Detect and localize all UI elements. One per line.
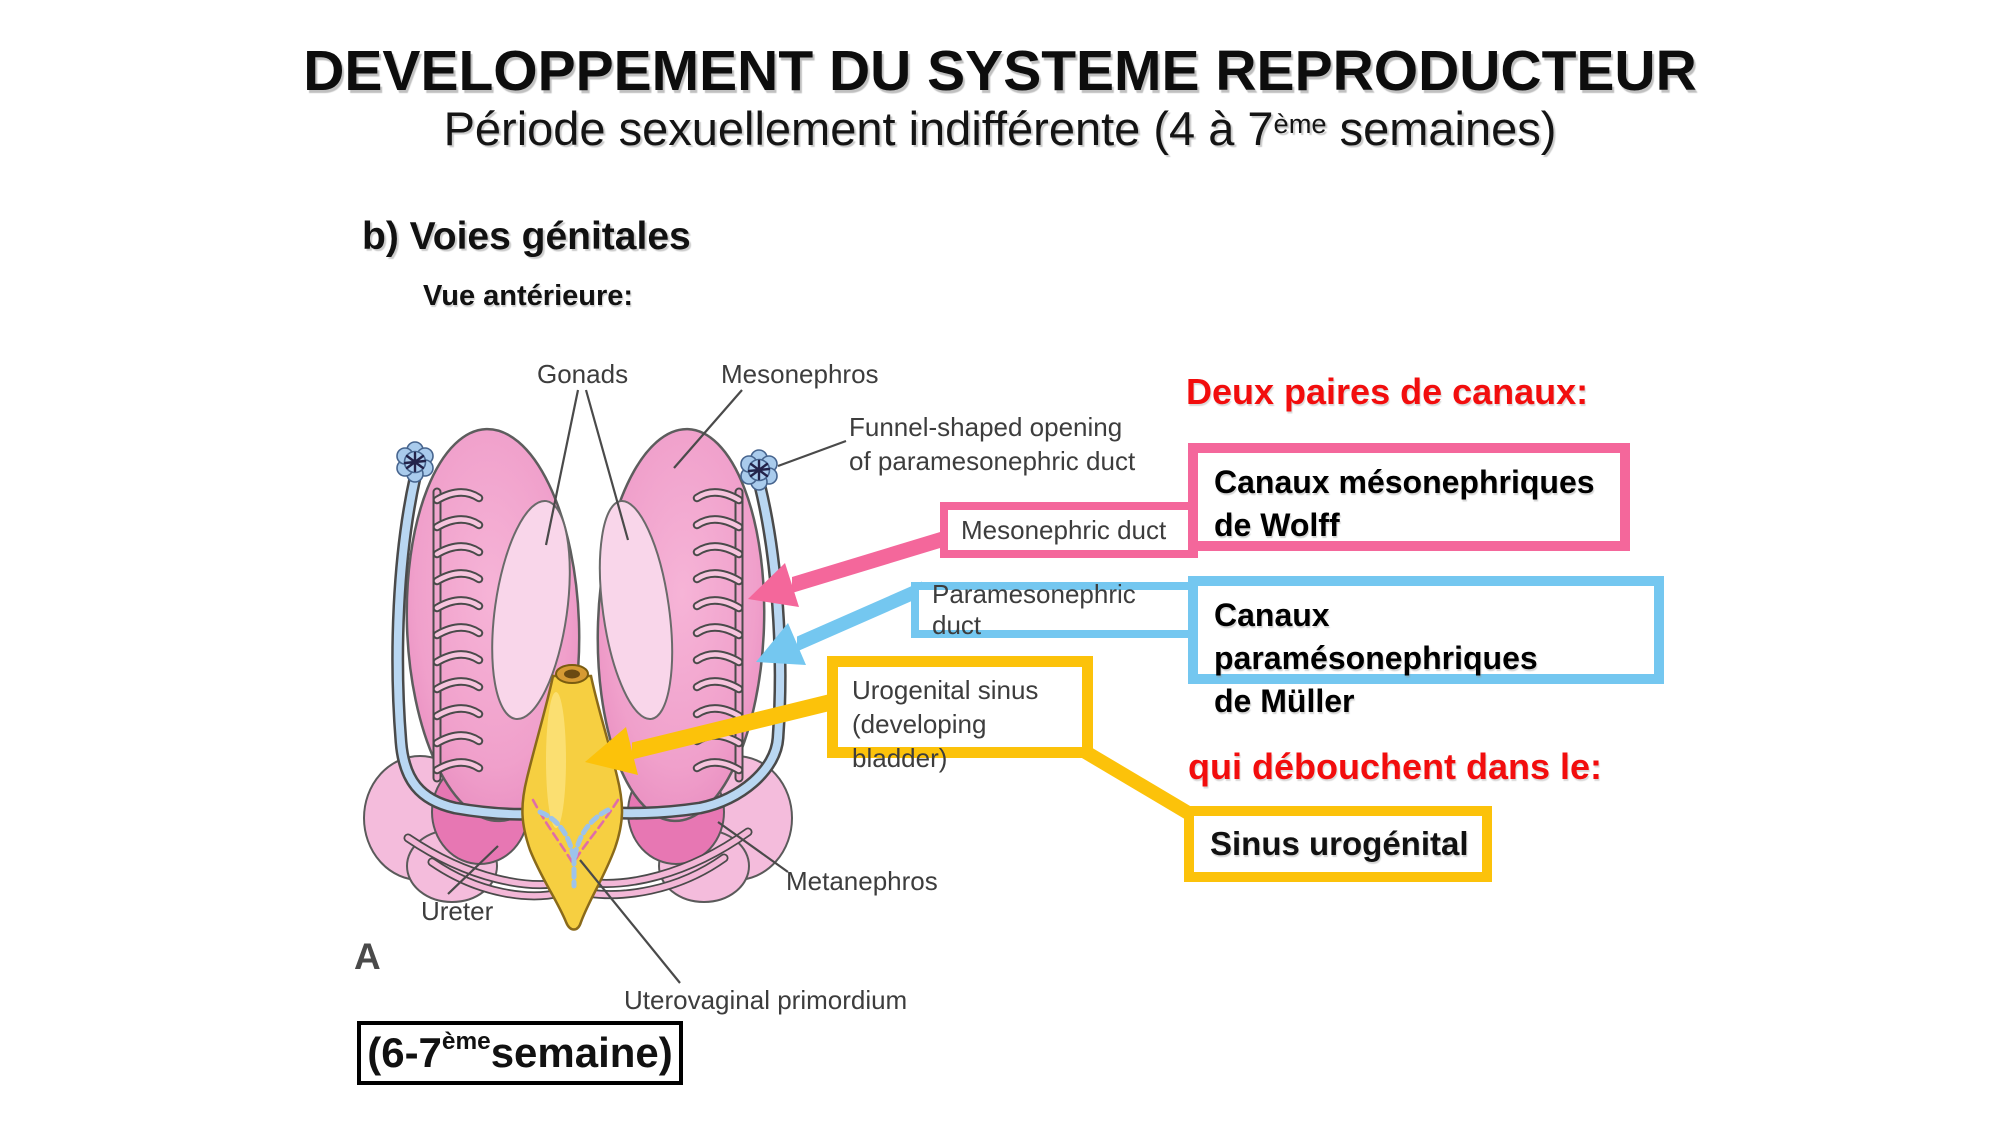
paramesonephric-duct-box-label: Paramesonephric duct xyxy=(932,579,1136,640)
urogenital-sinus-arrow xyxy=(585,691,840,775)
mesonephric-duct-box: Mesonephric duct xyxy=(940,502,1198,558)
ureter-tubes xyxy=(403,827,753,901)
wolff-line1: Canaux mésonephriques xyxy=(1214,464,1595,500)
wolff-ducts-box: Canaux mésonephriques de Wolff xyxy=(1188,443,1630,551)
label-mesonephros: Mesonephros xyxy=(721,359,879,389)
section-heading: b) Voies génitales xyxy=(362,215,691,258)
urogenital-sinus-shape xyxy=(521,664,624,931)
urogenital-sinus-box-line1: Urogenital sinus xyxy=(852,675,1039,705)
paramesonephric-duct-box: Paramesonephric duct xyxy=(911,579,1197,640)
muller-ducts-box: Canaux paramésonephriques de Müller xyxy=(1188,576,1664,719)
urogenital-sinus-box: Urogenital sinus (developing bladder) xyxy=(827,656,1093,773)
label-funnel-opening: Funnel-shaped opening of paramesonephric… xyxy=(849,410,1135,478)
wolff-line2: de Wolff xyxy=(1214,507,1340,543)
week-text-end: semaine) xyxy=(490,1029,673,1076)
mesonephric-duct-box-label: Mesonephric duct xyxy=(961,514,1167,545)
gonad-left-shape xyxy=(491,499,571,721)
week-text: (6-7 xyxy=(367,1029,442,1076)
label-gonads: Gonads xyxy=(537,359,629,389)
label-funnel-line1: Funnel-shaped opening xyxy=(849,412,1123,442)
gonad-right-shape xyxy=(598,499,674,721)
muller-line2: de Müller xyxy=(1214,683,1355,719)
label-funnel-line2: of paramesonephric duct xyxy=(849,446,1136,476)
paramesonephric-duct-arrow xyxy=(756,581,922,665)
urogenital-sinus-callout-label: Sinus urogénital xyxy=(1210,825,1469,862)
panel-letter: A xyxy=(354,936,381,977)
subtitle-text-end: semaines) xyxy=(1326,102,1557,155)
subtitle-text: Période sexuellement indifférente (4 à 7 xyxy=(443,102,1274,155)
yellow-connector-line xyxy=(1068,737,1204,827)
label-uterovaginal-primordium: Uterovaginal primordium xyxy=(624,985,908,1015)
muller-line1: Canaux paramésonephriques xyxy=(1214,597,1538,676)
urogenital-sinus-box-line2: (developing bladder) xyxy=(852,709,987,773)
subtitle-superscript: ème xyxy=(1273,107,1327,139)
view-label: Vue antérieure: xyxy=(423,280,634,312)
mesonephric-duct-arrow xyxy=(748,529,950,607)
week-superscript: ème xyxy=(441,1028,491,1056)
outlet-heading: qui débouchent dans le: xyxy=(1188,746,1603,787)
label-metanephros: Metanephros xyxy=(786,866,938,896)
page-title: DEVELOPPEMENT DU SYSTEME REPRODUCTEUR xyxy=(303,39,1697,103)
page-subtitle: Période sexuellement indifférente (4 à 7… xyxy=(0,101,2000,156)
ducts-heading: Deux paires de canaux: xyxy=(1186,371,1589,412)
label-ureter: Ureter xyxy=(421,896,494,926)
mesonephric-tubules-left xyxy=(432,487,484,783)
urogenital-sinus-callout-box: Sinus urogénital xyxy=(1184,806,1492,882)
